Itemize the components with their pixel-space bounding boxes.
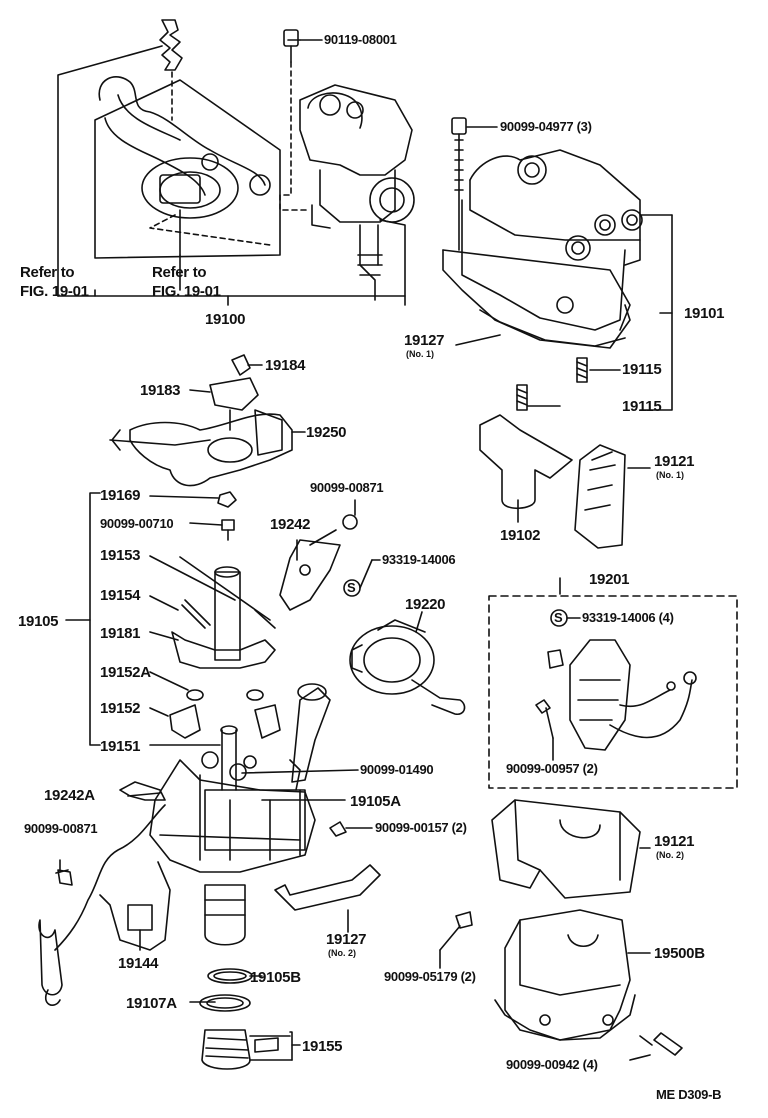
refer-note-1-line2: FIG. 19-01 (20, 283, 89, 300)
part-label-90119-08001: 90119-08001 (324, 32, 397, 47)
part-label-19152A: 19152A (100, 664, 151, 681)
screws-lower (55, 821, 683, 1056)
part-label-90099-00942: 90099-00942 (4) (506, 1057, 598, 1072)
part-label-90099-00957: 90099-00957 (2) (506, 761, 598, 776)
part-label-93319-14006-a: 93319-14006 (382, 552, 456, 567)
distributor-housing-lower (149, 683, 331, 946)
cover-19500B (494, 909, 651, 1041)
distributor-wiring-assembly (94, 76, 281, 291)
part-label-93319-14006-b: 93319-14006 (4) (582, 610, 674, 625)
part-label-19154: 19154 (100, 587, 141, 604)
s-marker-2 (550, 609, 568, 627)
part-label-90099-00710: 90099-00710 (100, 516, 174, 531)
part-label-19183: 19183 (140, 382, 181, 399)
refer-note-2-line1: Refer to (152, 264, 207, 281)
governor-group-19105 (65, 491, 281, 746)
figure-code-footer: ME D309-B (656, 1087, 722, 1102)
distributor-cap-19101 (442, 117, 673, 411)
part-label-19155: 19155 (302, 1038, 343, 1055)
distributor-assembly-top (279, 29, 415, 301)
part-label-19121-no2: 19121 (654, 833, 695, 850)
part-label-90099-00871-a: 90099-00871 (310, 480, 384, 495)
part-label-19250: 19250 (306, 424, 347, 441)
leader-lines (127, 39, 673, 1061)
part-label-19152: 19152 (100, 700, 141, 717)
part-label-19201: 19201 (589, 571, 630, 588)
rotor-19102 (479, 414, 573, 523)
refer-note-2-line2: FIG. 19-01 (152, 283, 221, 300)
igniter-19242 (279, 514, 358, 611)
part-sublabel-19121-no2: (No. 2) (656, 850, 684, 860)
springs-19115 (516, 357, 621, 411)
part-label-90099-00871-b: 90099-00871 (24, 821, 98, 836)
part-label-90099-00157: 90099-00157 (2) (375, 820, 467, 835)
vacuum-advancer-19220 (349, 619, 466, 715)
part-sublabel-19121-no1: (No. 1) (656, 470, 684, 480)
part-label-19242A: 19242A (44, 787, 95, 804)
part-label-19151: 19151 (100, 738, 141, 755)
gear-and-seals (189, 968, 293, 1070)
part-label-90099-04977: 90099-04977 (3) (500, 119, 592, 134)
part-label-90099-01490: 90099-01490 (360, 762, 434, 777)
s-marker-glyph-2: S (554, 610, 563, 625)
part-label-19144: 19144 (118, 955, 159, 972)
part-label-19105A: 19105A (350, 793, 401, 810)
s-marker-glyph-1: S (347, 580, 356, 595)
part-label-19115-a: 19115 (622, 361, 662, 378)
breaker-plate-19250 (109, 354, 306, 487)
part-label-19100: 19100 (205, 311, 246, 328)
clamp-19127-no2 (274, 864, 381, 933)
part-sublabel-19127-no2: (No. 2) (328, 948, 356, 958)
cover-19121-no2 (491, 799, 651, 899)
part-label-19105: 19105 (18, 613, 59, 630)
refer-note-1-line1: Refer to (20, 264, 75, 281)
part-label-19121-no1: 19121 (654, 453, 695, 470)
part-label-90099-05179: 90099-05179 (2) (384, 969, 476, 984)
part-label-19115-b: 19115 (622, 398, 662, 415)
assembly-19100-bracket (57, 45, 406, 306)
part-label-19107A: 19107A (126, 995, 177, 1012)
part-label-19242: 19242 (270, 516, 311, 533)
clip-19100 (159, 19, 183, 121)
part-label-19181: 19181 (100, 625, 141, 642)
part-label-19169: 19169 (100, 487, 141, 504)
cord-19144 (38, 781, 171, 1006)
part-label-19500B: 19500B (654, 945, 705, 962)
part-label-19153: 19153 (100, 547, 141, 564)
part-label-19127-no2: 19127 (326, 931, 367, 948)
s-marker-1 (343, 579, 361, 597)
part-label-19184: 19184 (265, 357, 306, 374)
part-label-19105B: 19105B (250, 969, 301, 986)
ignitor-group-19201 (488, 577, 738, 789)
part-label-19127-no1: 19127 (404, 332, 445, 349)
pickup-coil-19121 (574, 444, 651, 549)
part-label-19220: 19220 (405, 596, 446, 613)
part-label-19102: 19102 (500, 527, 541, 544)
part-sublabel-19127-no1: (No. 1) (406, 349, 434, 359)
part-label-19101: 19101 (684, 305, 725, 322)
